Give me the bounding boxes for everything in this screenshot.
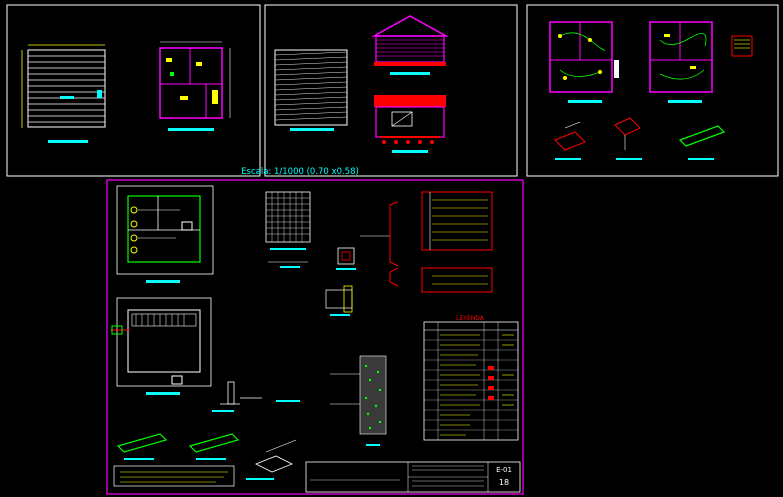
legend-table: [423, 321, 519, 441]
bottom-details-row: [116, 381, 300, 480]
notes-box: [113, 465, 235, 487]
side-elevation-drawing: [374, 95, 446, 153]
panel-board-detail: [731, 35, 753, 57]
grounding-grid-drawing: [265, 191, 311, 268]
single-line-diagram-2: [389, 267, 493, 293]
small-box-detail: [325, 247, 356, 316]
trench-section-drawing: [330, 355, 387, 446]
hatch-section-drawing: [274, 49, 348, 131]
floor-plan-drawing: [159, 41, 231, 131]
electrical-plan-2: [649, 21, 713, 103]
legend-title: LEYENDA: [456, 315, 485, 322]
electrical-plan-1: [549, 21, 619, 103]
title-block: [305, 461, 521, 493]
top-right-sheet: [526, 4, 779, 177]
scale-label: Escala: 1/1000 (0.70 x0.58): [241, 167, 359, 177]
sheet-number: 18: [499, 478, 509, 487]
front-elevation-drawing: [371, 15, 449, 75]
bottom-main-sheet: LEYENDA: [106, 179, 524, 495]
isometric-details-row: [554, 117, 726, 160]
top-middle-sheet: [264, 4, 518, 177]
top-left-sheet: [6, 4, 261, 177]
single-line-diagram-1: [360, 191, 493, 267]
main-electrical-plan-2: [110, 297, 212, 395]
main-electrical-plan-1: [116, 185, 214, 283]
roof-plan-drawing: [21, 44, 106, 143]
sheet-code: E-01: [496, 466, 512, 474]
